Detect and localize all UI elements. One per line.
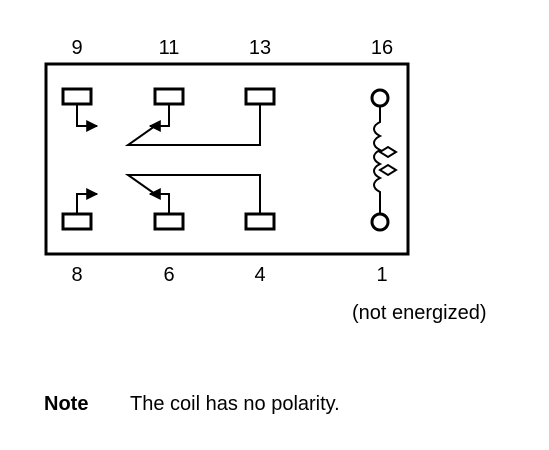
pin-label-16: 16	[370, 37, 394, 59]
coil-winding	[373, 106, 383, 214]
fixed-contact-8	[76, 188, 99, 214]
terminal-pad-11	[153, 87, 185, 106]
terminal-pad-6	[153, 212, 185, 231]
pin-label-13: 13	[248, 37, 272, 59]
coil-terminal-16	[370, 88, 390, 108]
fixed-contact-11	[148, 104, 170, 132]
coil-terminal-1	[370, 212, 390, 232]
relay-body-outline	[44, 62, 410, 256]
terminal-pad-8	[61, 212, 93, 231]
terminal-pad-13	[244, 87, 276, 106]
pin-label-8: 8	[71, 264, 83, 286]
moving-contact-13	[124, 104, 261, 146]
coil-marker-lower	[378, 163, 398, 177]
fixed-contact-9	[76, 104, 99, 132]
coil-state-label: (not energized)	[352, 302, 487, 324]
pin-label-4: 4	[254, 264, 266, 286]
terminal-pad-9	[61, 87, 93, 106]
pin-label-6: 6	[163, 264, 175, 286]
terminal-pad-4	[244, 212, 276, 231]
pin-label-9: 9	[71, 37, 83, 59]
moving-contact-4	[124, 174, 261, 214]
note-text: The coil has no polarity.	[130, 393, 340, 415]
note-heading: Note	[44, 393, 89, 415]
fixed-contact-6	[148, 188, 170, 214]
coil-marker-upper	[378, 145, 398, 159]
pin-label-1: 1	[376, 264, 388, 286]
pin-label-11: 11	[158, 37, 180, 59]
